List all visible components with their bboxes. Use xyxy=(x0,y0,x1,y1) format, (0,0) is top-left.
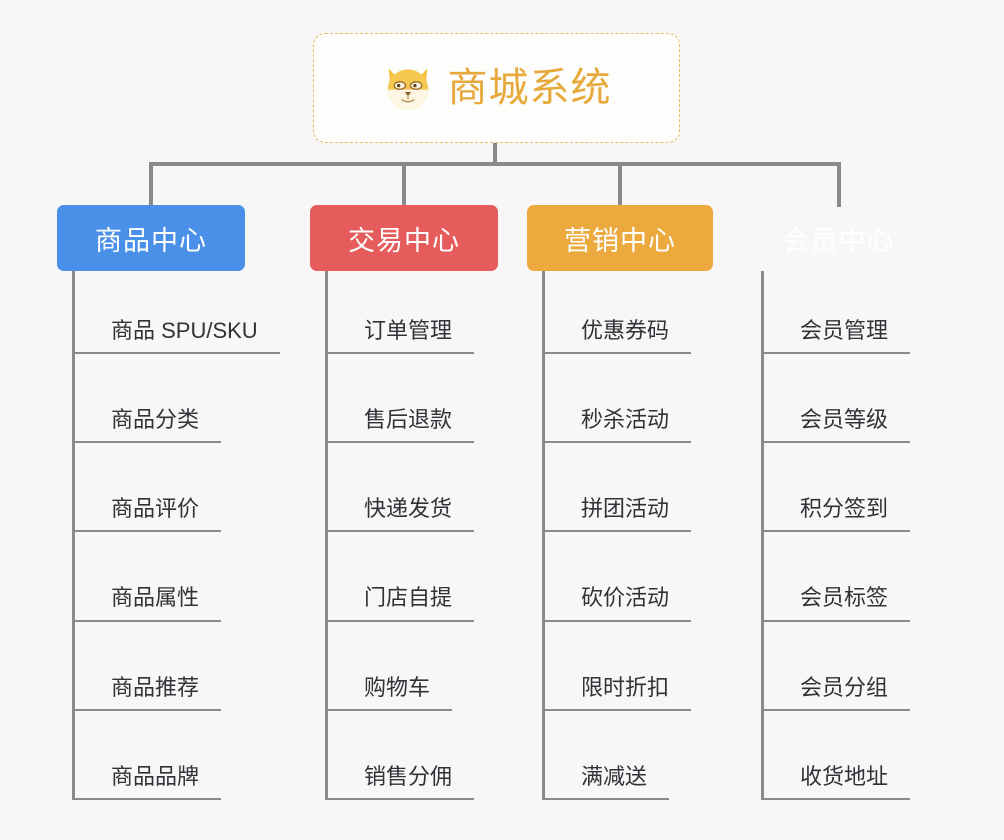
connector-drop-3 xyxy=(618,162,622,207)
connector-horizontal-bus xyxy=(149,162,839,166)
leaf-item[interactable]: 商品 SPU/SKU xyxy=(75,310,280,354)
leaf-item[interactable]: 销售分佣 xyxy=(328,756,475,800)
leaf-item[interactable]: 商品评价 xyxy=(75,488,222,533)
leaf-item[interactable]: 商品推荐 xyxy=(75,667,222,711)
leaf-item-label: 售后退款 xyxy=(328,407,475,444)
leaf-item-label: 会员管理 xyxy=(764,318,911,354)
leaf-item-label: 会员等级 xyxy=(764,407,911,444)
category-box-3[interactable]: 营销中心 xyxy=(527,205,713,271)
leaf-item[interactable]: 购物车 xyxy=(328,667,453,711)
leaf-item[interactable]: 收货地址 xyxy=(764,756,911,800)
leaf-item[interactable]: 售后退款 xyxy=(328,399,475,444)
leaf-item[interactable]: 优惠券码 xyxy=(545,310,692,354)
leaf-item[interactable]: 拼团活动 xyxy=(545,488,692,533)
leaf-item-label: 商品属性 xyxy=(75,585,222,622)
connector-drop-1 xyxy=(149,162,153,207)
root-title: 商城系统 xyxy=(447,66,612,110)
leaf-item[interactable]: 会员标签 xyxy=(764,578,911,622)
leaf-item-label: 限时折扣 xyxy=(545,675,692,711)
leaf-spine xyxy=(761,271,764,800)
leaf-item[interactable]: 商品分类 xyxy=(75,399,222,444)
leaf-item-label: 收货地址 xyxy=(764,764,911,800)
leaf-item-label: 门店自提 xyxy=(328,585,475,622)
leaf-item-label: 销售分佣 xyxy=(328,764,475,800)
leaf-item-label: 优惠券码 xyxy=(545,318,692,354)
category-title: 会员中心 xyxy=(782,225,895,256)
leaf-item[interactable]: 会员管理 xyxy=(764,310,911,354)
leaf-item-label: 商品分类 xyxy=(75,407,222,444)
leaf-spine xyxy=(325,271,328,800)
connector-drop-4 xyxy=(837,162,841,207)
category-title: 营销中心 xyxy=(564,225,676,256)
leaf-item-label: 商品 SPU/SKU xyxy=(75,318,280,354)
leaf-item-label: 积分签到 xyxy=(764,496,911,533)
leaf-item[interactable]: 商品属性 xyxy=(75,578,222,622)
leaf-spine xyxy=(72,271,75,800)
leaf-item-label: 满减送 xyxy=(545,764,670,800)
leaf-item[interactable]: 满减送 xyxy=(545,756,670,800)
connector-drop-2 xyxy=(402,162,406,207)
leaf-item-label: 商品品牌 xyxy=(75,764,222,800)
leaf-item[interactable]: 砍价活动 xyxy=(545,578,692,622)
leaf-item-label: 商品推荐 xyxy=(75,675,222,711)
leaf-item-label: 会员标签 xyxy=(764,585,911,622)
leaf-item[interactable]: 秒杀活动 xyxy=(545,399,692,444)
category-box-2[interactable]: 交易中心 xyxy=(310,205,498,271)
leaf-item-label: 购物车 xyxy=(328,675,453,711)
category-box-4[interactable]: 会员中心 xyxy=(746,205,931,271)
leaf-item[interactable]: 积分签到 xyxy=(764,488,911,533)
leaf-item-label: 砍价活动 xyxy=(545,585,692,622)
connector-root-stem xyxy=(493,143,497,164)
leaf-item[interactable]: 快递发货 xyxy=(328,488,475,533)
leaf-item[interactable]: 会员等级 xyxy=(764,399,911,444)
leaf-item-label: 商品评价 xyxy=(75,496,222,533)
category-box-1[interactable]: 商品中心 xyxy=(57,205,245,271)
leaf-item-label: 订单管理 xyxy=(328,318,475,354)
root-node[interactable]: 商城系统 xyxy=(313,33,680,143)
leaf-item[interactable]: 商品品牌 xyxy=(75,756,222,800)
leaf-item-label: 快递发货 xyxy=(328,496,475,533)
leaf-item[interactable]: 订单管理 xyxy=(328,310,475,354)
leaf-item[interactable]: 限时折扣 xyxy=(545,667,692,711)
leaf-item-label: 拼团活动 xyxy=(545,496,692,533)
leaf-item[interactable]: 会员分组 xyxy=(764,667,911,711)
leaf-item[interactable]: 门店自提 xyxy=(328,578,475,622)
category-title: 商品中心 xyxy=(95,225,207,256)
leaf-spine xyxy=(542,271,545,800)
leaf-item-label: 会员分组 xyxy=(764,675,911,711)
leaf-item-label: 秒杀活动 xyxy=(545,407,692,444)
shiba-dog-face-icon xyxy=(387,68,428,110)
category-title: 交易中心 xyxy=(348,225,460,256)
